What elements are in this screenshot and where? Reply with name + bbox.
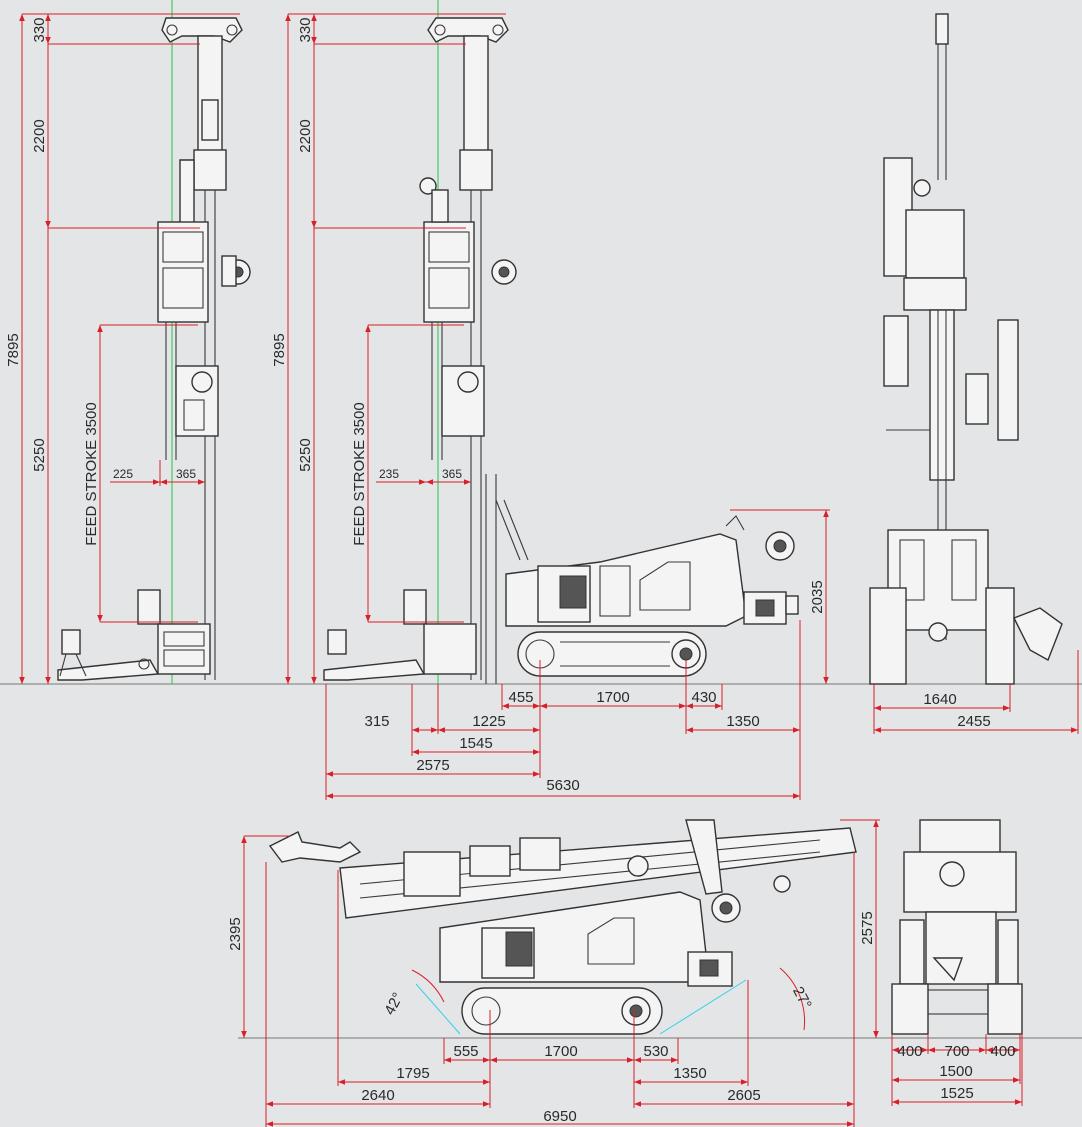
dim-365: 365: [176, 467, 196, 481]
dim-1350: 1350: [726, 713, 759, 730]
dim-2395: 2395: [227, 917, 244, 950]
dim-700: 700: [944, 1043, 969, 1060]
dim-1545: 1545: [459, 735, 492, 752]
dim-530: 530: [643, 1043, 668, 1060]
dim-2575: 2575: [416, 757, 449, 774]
dim-feed-stroke: FEED STROKE 3500: [351, 402, 368, 545]
dim-1500: 1500: [939, 1063, 972, 1080]
dim-315: 315: [364, 713, 389, 730]
rear-view: 1640 2455: [869, 13, 1079, 734]
dim-1700: 1700: [544, 1043, 577, 1060]
dim-330: 330: [297, 17, 314, 42]
dim-330: 330: [31, 17, 48, 42]
dim-400-left: 400: [897, 1043, 922, 1060]
dim-555: 555: [453, 1043, 478, 1060]
dim-7895: 7895: [271, 333, 288, 366]
transport-view: 2395 2575 42° 27° 555 1700 530 1795 1350…: [227, 819, 880, 1127]
dim-2640: 2640: [361, 1087, 394, 1104]
dim-225: 225: [113, 467, 133, 481]
dim-2035: 2035: [809, 580, 826, 613]
dim-2200: 2200: [297, 119, 314, 152]
dim-1525: 1525: [940, 1085, 973, 1102]
dim-1700: 1700: [596, 689, 629, 706]
dim-235: 235: [379, 467, 399, 481]
dim-455: 455: [508, 689, 533, 706]
side-view: 330 2200 5250 7895 FEED STROKE 3500 235 …: [271, 0, 830, 800]
front-view: 330 2200 5250 7895 FEED STROKE 3500 225 …: [5, 0, 251, 684]
dim-6950: 6950: [543, 1108, 576, 1125]
dim-2455: 2455: [957, 713, 990, 730]
transport-rear-view: 400 700 400 1500 1525: [891, 819, 1023, 1106]
dim-angle-27: 27°: [789, 984, 815, 1012]
dim-1350: 1350: [673, 1065, 706, 1082]
dim-5250: 5250: [297, 438, 314, 471]
dim-2605: 2605: [727, 1087, 760, 1104]
dim-1640: 1640: [923, 691, 956, 708]
dim-2200: 2200: [31, 119, 48, 152]
dim-1225: 1225: [472, 713, 505, 730]
dim-430: 430: [691, 689, 716, 706]
dim-7895: 7895: [5, 333, 22, 366]
dim-feed-stroke: FEED STROKE 3500: [83, 402, 100, 545]
dim-1795: 1795: [396, 1065, 429, 1082]
dim-400-right: 400: [990, 1043, 1015, 1060]
dim-5250: 5250: [31, 438, 48, 471]
dim-5630: 5630: [546, 777, 579, 794]
dim-angle-42: 42°: [381, 990, 407, 1018]
dim-365: 365: [442, 467, 462, 481]
dim-2575: 2575: [859, 911, 876, 944]
